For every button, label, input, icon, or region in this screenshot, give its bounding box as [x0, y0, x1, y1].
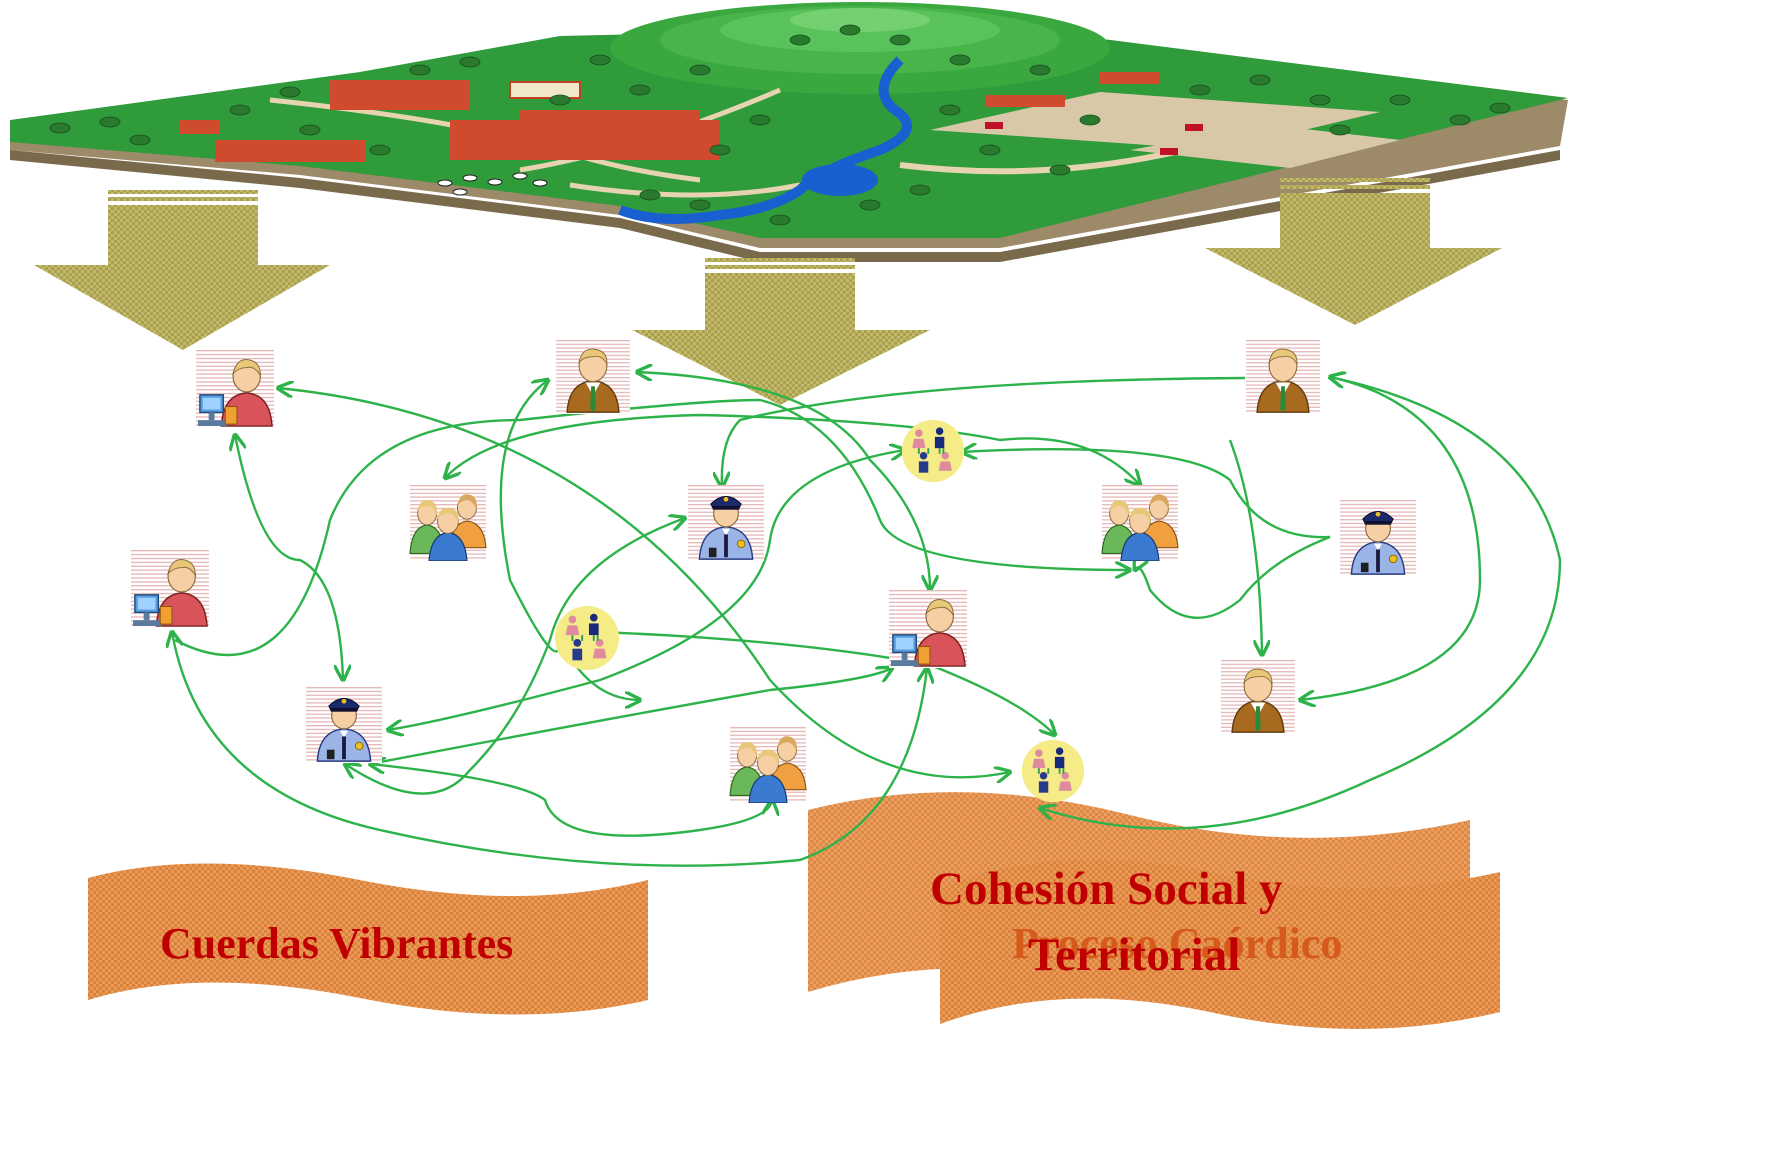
- down-arrow-center: [632, 258, 930, 405]
- banner-label-cohesion-social-line1: Cohesión Social y: [930, 863, 1283, 915]
- businessman-icon: [555, 340, 631, 414]
- connector: [962, 449, 1331, 619]
- banner-label-cohesion-social-line2: Territorial: [1028, 929, 1241, 981]
- connector: [172, 632, 927, 867]
- connector: [1300, 377, 1482, 700]
- down-arrow-right: [1205, 178, 1502, 325]
- police-officer-icon: [306, 687, 382, 763]
- banner-cuerdas-vibrantes: [88, 863, 648, 1015]
- connector: [278, 388, 1010, 777]
- group-people-icon: [1101, 485, 1179, 561]
- police-officer-icon: [1340, 500, 1416, 576]
- businessman-icon: [1220, 660, 1296, 734]
- connector: [370, 764, 772, 837]
- community-circle-icon: [1021, 739, 1085, 803]
- connector: [1228, 439, 1262, 655]
- connector: [235, 435, 343, 680]
- people-nodes: [130, 340, 1416, 803]
- banner-cohesion-social: [808, 792, 1470, 1010]
- connector: [369, 668, 892, 766]
- police-officer-icon: [688, 485, 764, 561]
- down-arrow-left: [34, 190, 330, 350]
- community-circle-icon: [901, 419, 965, 483]
- group-people-icon: [729, 727, 807, 803]
- banner-label-proceso-caordico: Proceso Caórdico: [1012, 919, 1343, 968]
- connector-lines: [172, 372, 1562, 867]
- businessman-icon: [1245, 340, 1321, 414]
- connector: [345, 518, 685, 795]
- worker-computer-icon: [130, 550, 210, 628]
- connector: [388, 450, 905, 730]
- banner-label-cuerdas-vibrantes: Cuerdas Vibrantes: [160, 919, 514, 968]
- worker-computer-icon: [888, 590, 968, 668]
- group-people-icon: [409, 485, 487, 561]
- landscape-illustration: [10, 2, 1568, 262]
- community-circle-icon: [554, 605, 620, 671]
- worker-computer-icon: [195, 350, 275, 428]
- connector: [1040, 377, 1562, 830]
